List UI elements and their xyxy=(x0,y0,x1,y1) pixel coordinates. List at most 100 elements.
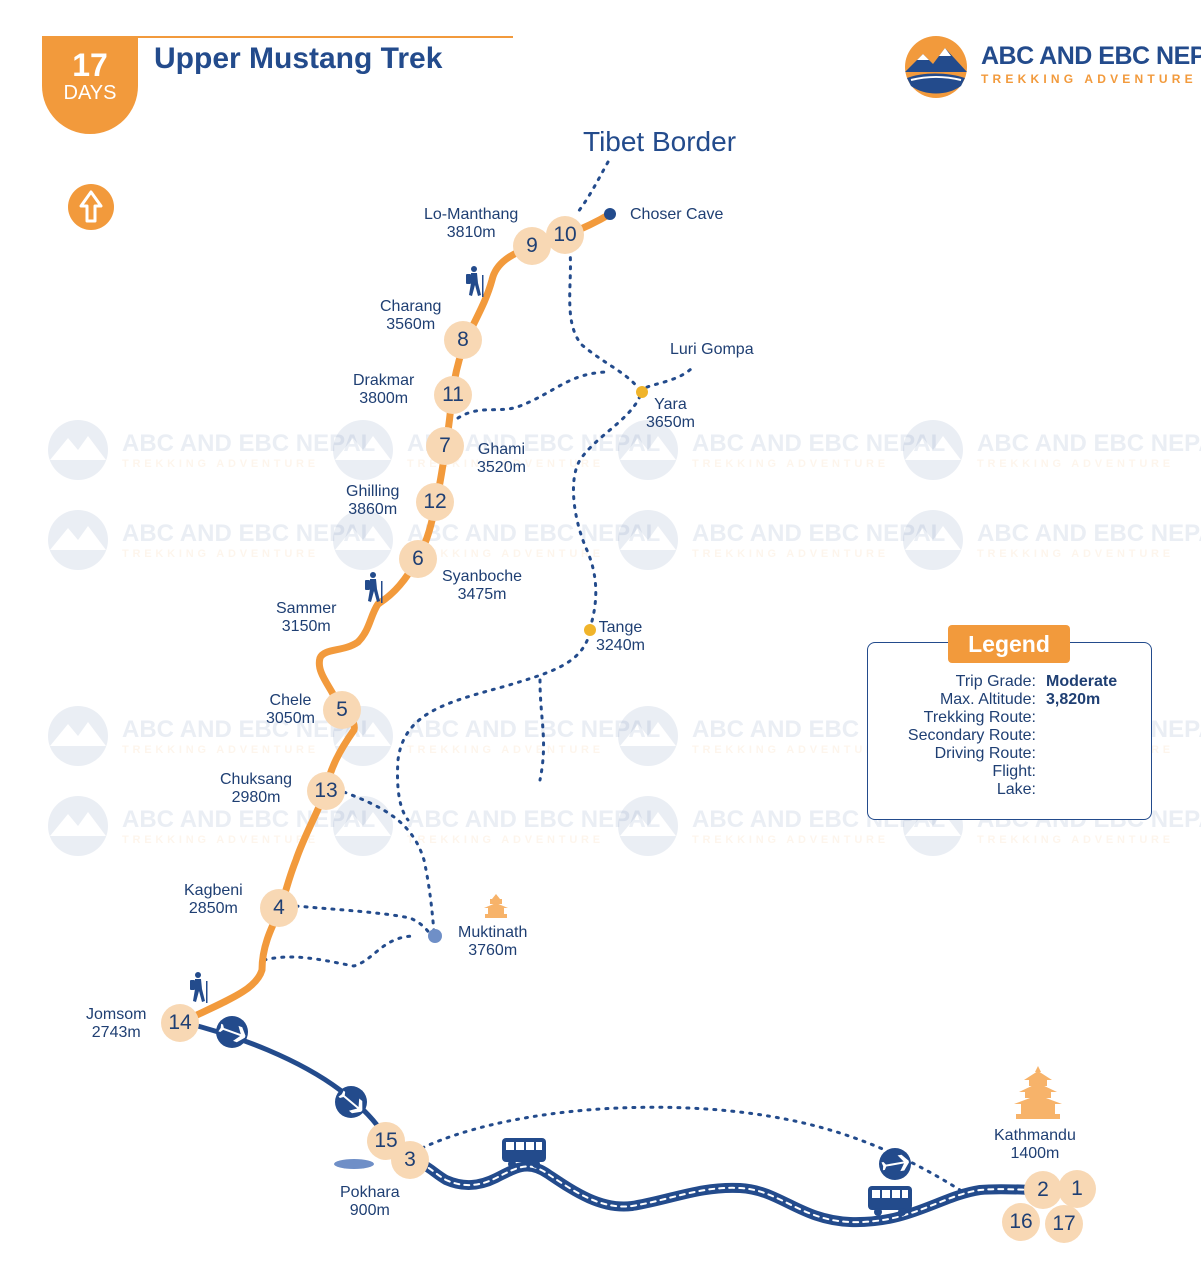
day-marker: 5 xyxy=(323,691,361,729)
watermark-tagline: TREKKING ADVENTURE xyxy=(977,458,1174,470)
choser-cave-dot xyxy=(604,208,616,220)
day-marker: 12 xyxy=(416,483,454,521)
mountain-logo-icon xyxy=(905,36,967,98)
place-name: Charang xyxy=(380,298,442,315)
place-name: Muktinath xyxy=(458,924,528,941)
watermark-name: ABC AND EBC NEPAL xyxy=(692,520,946,547)
hiker-icon xyxy=(466,266,484,297)
place-name: Kagbeni xyxy=(184,882,243,899)
secondary-route-tibet xyxy=(576,160,610,214)
watermark-tagline: TREKKING ADVENTURE xyxy=(407,548,604,560)
plane-icon xyxy=(879,1148,911,1180)
place-name: Luri Gompa xyxy=(670,341,754,358)
place-altitude: 3240m xyxy=(596,637,645,654)
secondary-route-jomsom-muktinath xyxy=(262,934,414,968)
place-choser-cave: Choser Cave xyxy=(630,206,723,224)
hiker-icon xyxy=(365,572,383,603)
watermark-tagline: TREKKING ADVENTURE xyxy=(407,744,604,756)
tibet-border-label: Tibet Border xyxy=(583,126,737,157)
place-name: Yara xyxy=(654,396,687,413)
logo-name: ABC AND EBC NEPAL xyxy=(981,42,1201,70)
secondary-route-yara-tange xyxy=(571,394,642,630)
place-altitude: 3475m xyxy=(457,586,507,603)
lake-icon xyxy=(334,1159,374,1169)
day-marker: 1 xyxy=(1058,1170,1096,1208)
bus-icon xyxy=(868,1186,912,1216)
north-arrow-icon xyxy=(68,184,114,230)
yara-dot xyxy=(636,386,648,398)
day-marker: 10 xyxy=(546,216,584,254)
watermark-tagline: TREKKING ADVENTURE xyxy=(692,744,889,756)
title-rule xyxy=(138,36,513,38)
muktinath-dot xyxy=(428,929,442,943)
place-altitude: 2850m xyxy=(188,900,238,917)
legend-max-altitude-label: Max. Altitude: xyxy=(939,691,1036,708)
watermark-tagline: TREKKING ADVENTURE xyxy=(122,834,319,846)
place-altitude: 2980m xyxy=(231,789,281,806)
place-name: Jomsom xyxy=(86,1006,147,1023)
watermark-tagline: TREKKING ADVENTURE xyxy=(977,834,1174,846)
watermark-name: ABC AND EBC NEPAL xyxy=(122,806,376,833)
watermark-name: ABC AND EBC NEPAL xyxy=(977,430,1201,457)
bus-icon xyxy=(502,1138,546,1168)
watermark-tagline: TREKKING ADVENTURE xyxy=(122,548,319,560)
place-name: Pokhara xyxy=(340,1184,400,1201)
page-title: Upper Mustang Trek xyxy=(154,42,443,75)
day-marker: 11 xyxy=(434,376,472,414)
days-badge: 17 DAYS xyxy=(42,36,138,134)
driving-route xyxy=(405,1157,1047,1228)
watermark-name: ABC AND EBC NEPAL xyxy=(407,716,661,743)
place-altitude: 3050m xyxy=(266,710,315,727)
place-name: Tange xyxy=(598,619,643,636)
day-marker: 6 xyxy=(399,540,437,578)
brand-logo: ABC AND EBC NEPAL TREKKING ADVENTURE xyxy=(903,34,1201,100)
day-marker: 13 xyxy=(307,772,345,810)
place-altitude: 3650m xyxy=(646,414,695,431)
day-marker: 17 xyxy=(1045,1205,1083,1243)
secondary-route-kagbeni-muktinath xyxy=(294,904,434,938)
day-marker: 2 xyxy=(1024,1171,1062,1209)
place-name: Drakmar xyxy=(353,372,415,389)
temple-icon xyxy=(484,894,508,918)
watermark-tagline: TREKKING ADVENTURE xyxy=(692,834,889,846)
days-label: DAYS xyxy=(63,82,117,104)
watermark-tagline: TREKKING ADVENTURE xyxy=(122,744,319,756)
place-altitude: 3560m xyxy=(386,316,436,333)
place-name: Syanboche xyxy=(442,568,523,585)
logo-tagline: TREKKING ADVENTURE xyxy=(981,72,1197,86)
day-marker: 7 xyxy=(426,427,464,465)
secondary-route-drakmar-yara xyxy=(456,370,612,420)
days-number: 17 xyxy=(72,47,108,83)
place-name: Kathmandu xyxy=(994,1127,1076,1144)
watermark-name: ABC AND EBC NEPAL xyxy=(122,520,376,547)
place-altitude: 1400m xyxy=(1010,1145,1060,1162)
secondary-route-luri-yara xyxy=(566,238,697,392)
legend-max-altitude-value: 3,820m xyxy=(1046,691,1101,708)
day-marker: 15 xyxy=(367,1122,405,1160)
place-altitude: 3810m xyxy=(446,224,496,241)
legend-trip-grade-value: Moderate xyxy=(1046,673,1118,690)
place-altitude: 3760m xyxy=(468,942,518,959)
place-name: Lo-Manthang xyxy=(424,206,519,223)
place-altitude: 2743m xyxy=(91,1024,141,1041)
secondary-route-tange-south xyxy=(396,630,592,822)
